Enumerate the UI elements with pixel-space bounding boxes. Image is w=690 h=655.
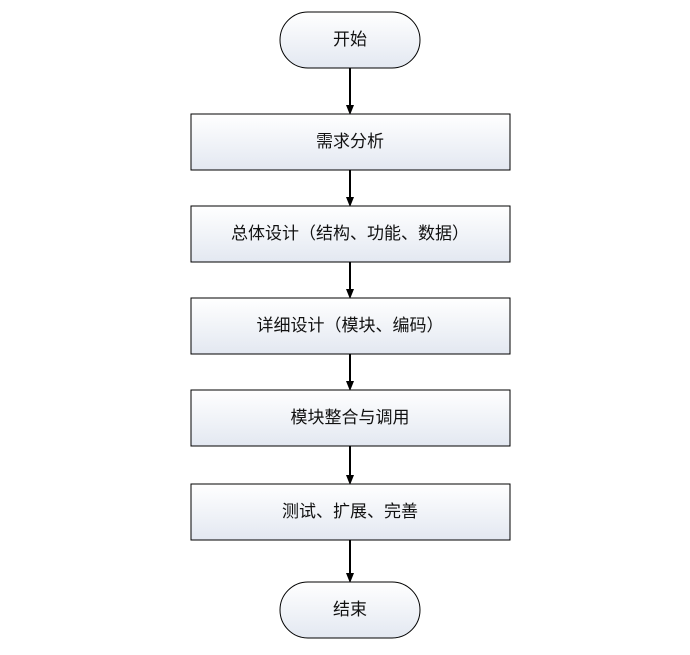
process-step-testing: 测试、扩展、完善	[190, 483, 511, 541]
process-step-requirements: 需求分析	[190, 113, 511, 171]
start-label: 开始	[333, 30, 367, 50]
step-label-module-integration: 模块整合与调用	[291, 408, 410, 428]
step-label-testing: 测试、扩展、完善	[282, 502, 418, 522]
process-step-detailed-design: 详细设计（模块、编码）	[190, 297, 511, 355]
process-step-overall-design: 总体设计（结构、功能、数据）	[190, 205, 511, 263]
step-label-requirements: 需求分析	[316, 132, 384, 152]
end-label: 结束	[333, 600, 367, 620]
step-label-detailed-design: 详细设计（模块、编码）	[257, 316, 444, 336]
end-terminator: 结束	[279, 581, 421, 639]
start-terminator: 开始	[279, 11, 421, 69]
process-step-module-integration: 模块整合与调用	[190, 389, 511, 447]
step-label-overall-design: 总体设计（结构、功能、数据）	[231, 224, 469, 244]
